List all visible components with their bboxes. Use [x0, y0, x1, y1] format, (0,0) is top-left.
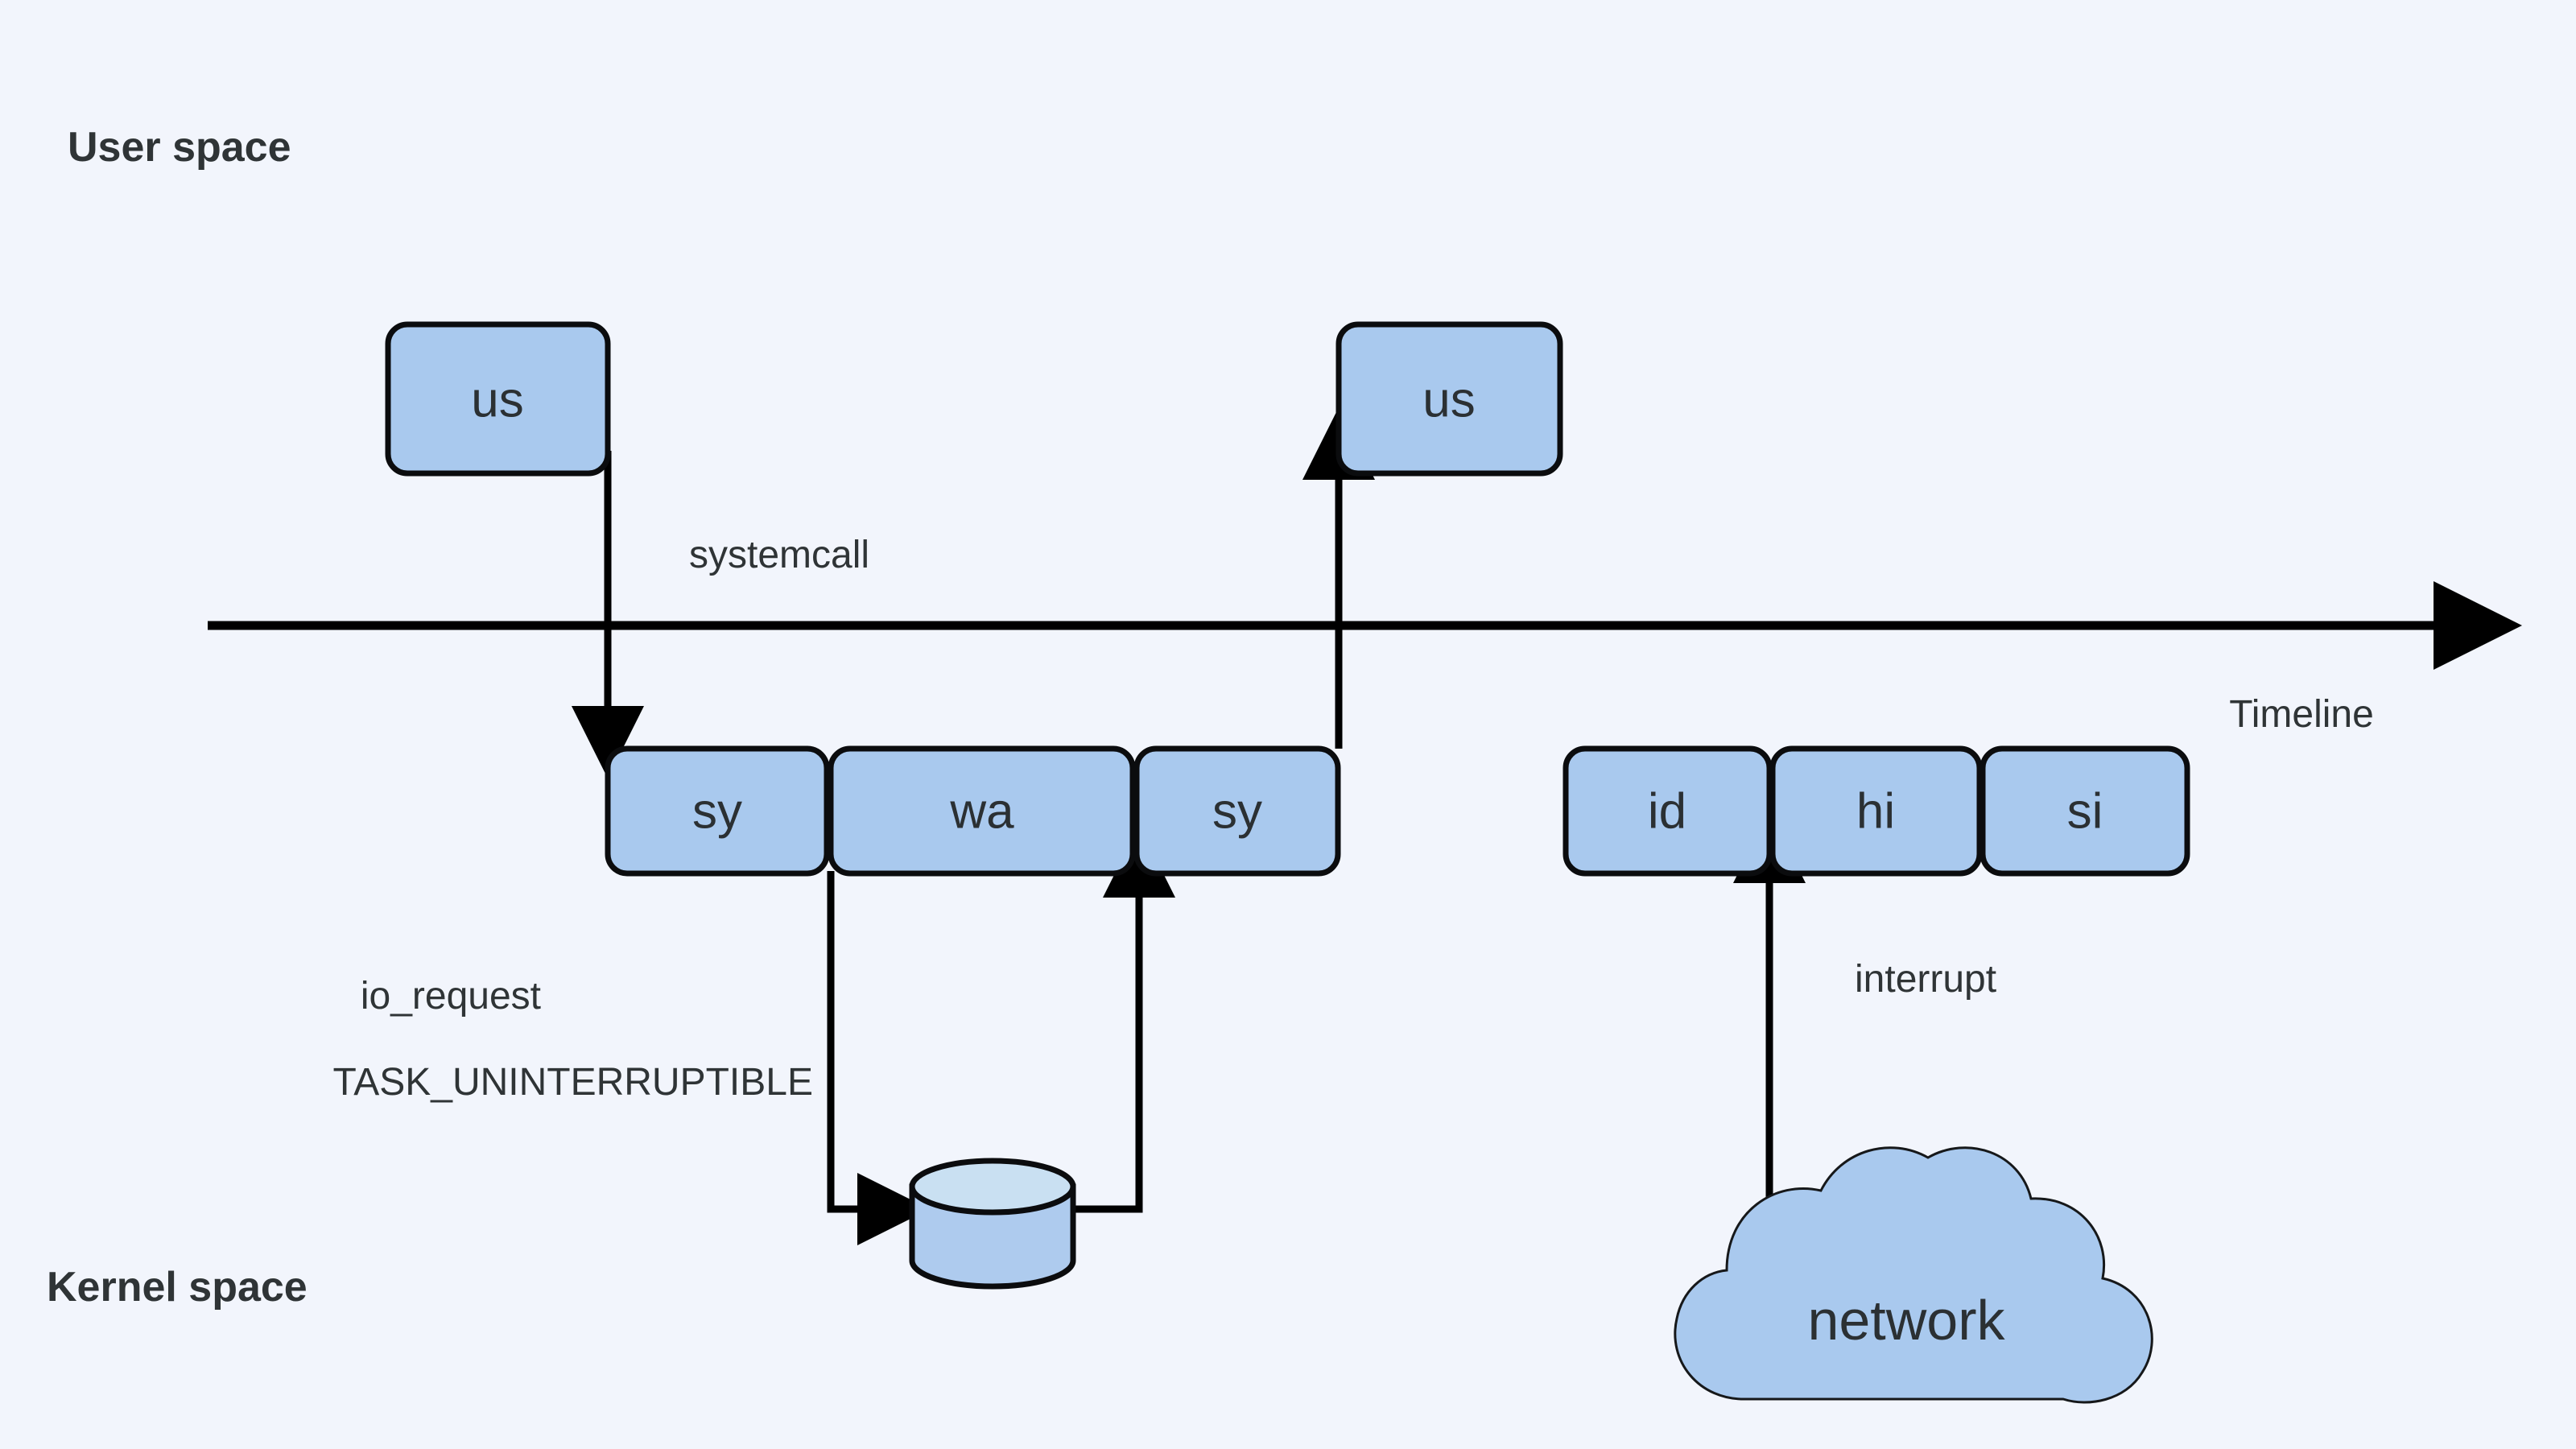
node-si-label: si	[2067, 784, 2103, 840]
node-sy-2-box[interactable]	[1133, 745, 1341, 877]
node-us-return[interactable]: us	[1335, 321, 1563, 477]
node-wa-box[interactable]	[828, 745, 1136, 877]
cloud-label: network	[1807, 1289, 2005, 1352]
node-id-box[interactable]	[1563, 745, 1773, 877]
io-completion-path	[1071, 825, 1175, 1213]
timeline-axis-label: Timeline	[2229, 693, 2374, 736]
node-sy-1-box[interactable]	[605, 745, 830, 877]
cylinder-top	[909, 1158, 1076, 1216]
interrupt-label: interrupt	[1855, 958, 1996, 1001]
node-sy-2-label: sy	[1212, 784, 1262, 840]
node-id-label: id	[1648, 784, 1686, 840]
cloud-shape	[1674, 1146, 2153, 1404]
node-hi-box[interactable]	[1769, 745, 1983, 877]
cloud-icon[interactable]: network	[1674, 1146, 2153, 1404]
node-us-entry-box[interactable]	[385, 321, 611, 477]
user-space-label: User space	[68, 124, 291, 171]
cylinder-icon[interactable]	[909, 1158, 1076, 1290]
node-wa-label: wa	[949, 784, 1014, 840]
io-request-path	[827, 871, 930, 1245]
io-request-label: io_request	[361, 975, 541, 1018]
node-us-entry[interactable]: us	[385, 321, 611, 477]
node-sy-1-label: sy	[692, 784, 742, 840]
node-hi[interactable]: hi	[1769, 745, 1983, 877]
node-si[interactable]: si	[1979, 745, 2190, 877]
node-us-return-box[interactable]	[1335, 321, 1563, 477]
kernel-space-label: Kernel space	[47, 1264, 308, 1311]
node-us-return-label: us	[1422, 373, 1475, 428]
task-uninterruptible-label: TASK_UNINTERRUPTIBLE	[332, 1061, 813, 1104]
node-sy-2[interactable]: sy	[1133, 745, 1341, 877]
node-sy-1[interactable]: sy	[605, 745, 830, 877]
node-id[interactable]: id	[1563, 745, 1773, 877]
node-us-entry-label: us	[471, 373, 523, 428]
node-wa[interactable]: wa	[828, 745, 1136, 877]
systemcall-label: systemcall	[689, 534, 869, 576]
node-si-box[interactable]	[1979, 745, 2190, 877]
node-hi-label: hi	[1856, 784, 1895, 840]
